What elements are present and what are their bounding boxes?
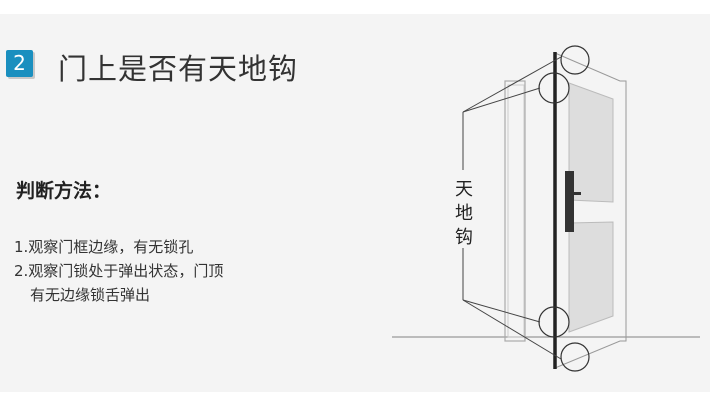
method-step-2-cont: 有无边缘锁舌弹出 bbox=[30, 286, 151, 304]
step-number-badge: 2 bbox=[6, 50, 33, 77]
hook-label: 天地钩 bbox=[455, 179, 473, 248]
method-heading: 判断方法： bbox=[16, 180, 112, 202]
top-hook-circle bbox=[560, 45, 590, 75]
method-step-2: 2.观察门锁处于弹出状态，门顶 bbox=[14, 262, 224, 280]
door-lock bbox=[565, 171, 574, 232]
bottom-hook-circle bbox=[560, 342, 590, 372]
content-panel bbox=[0, 14, 710, 392]
method-step-1: 1.观察门框边缘，有无锁孔 bbox=[14, 238, 194, 256]
page-title: 门上是否有天地钩 bbox=[58, 52, 299, 86]
